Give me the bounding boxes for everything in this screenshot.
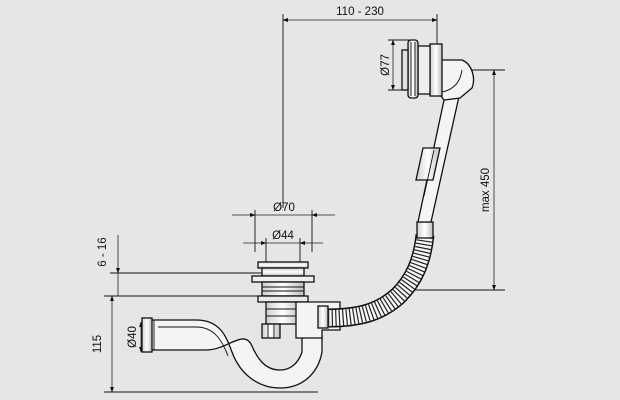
label-pipe-diameter: Ø40 (127, 326, 139, 348)
overflow-head (401, 39, 475, 101)
label-outer-diameter: Ø70 (273, 202, 295, 214)
overflow-tube (415, 85, 461, 223)
label-height-max: max 450 (480, 168, 492, 212)
label-overflow-diameter: Ø77 (380, 54, 392, 76)
label-trap-height: 115 (92, 335, 104, 353)
trap-pipe (141, 317, 323, 389)
label-overflow-reach: 110 - 230 (336, 6, 384, 18)
label-rim-thickness: 6 - 16 (97, 237, 109, 266)
drain-flange (251, 261, 315, 339)
corrugated-hose (327, 221, 435, 328)
label-inner-diameter: Ø44 (272, 230, 294, 242)
dimension-lines (104, 14, 505, 393)
